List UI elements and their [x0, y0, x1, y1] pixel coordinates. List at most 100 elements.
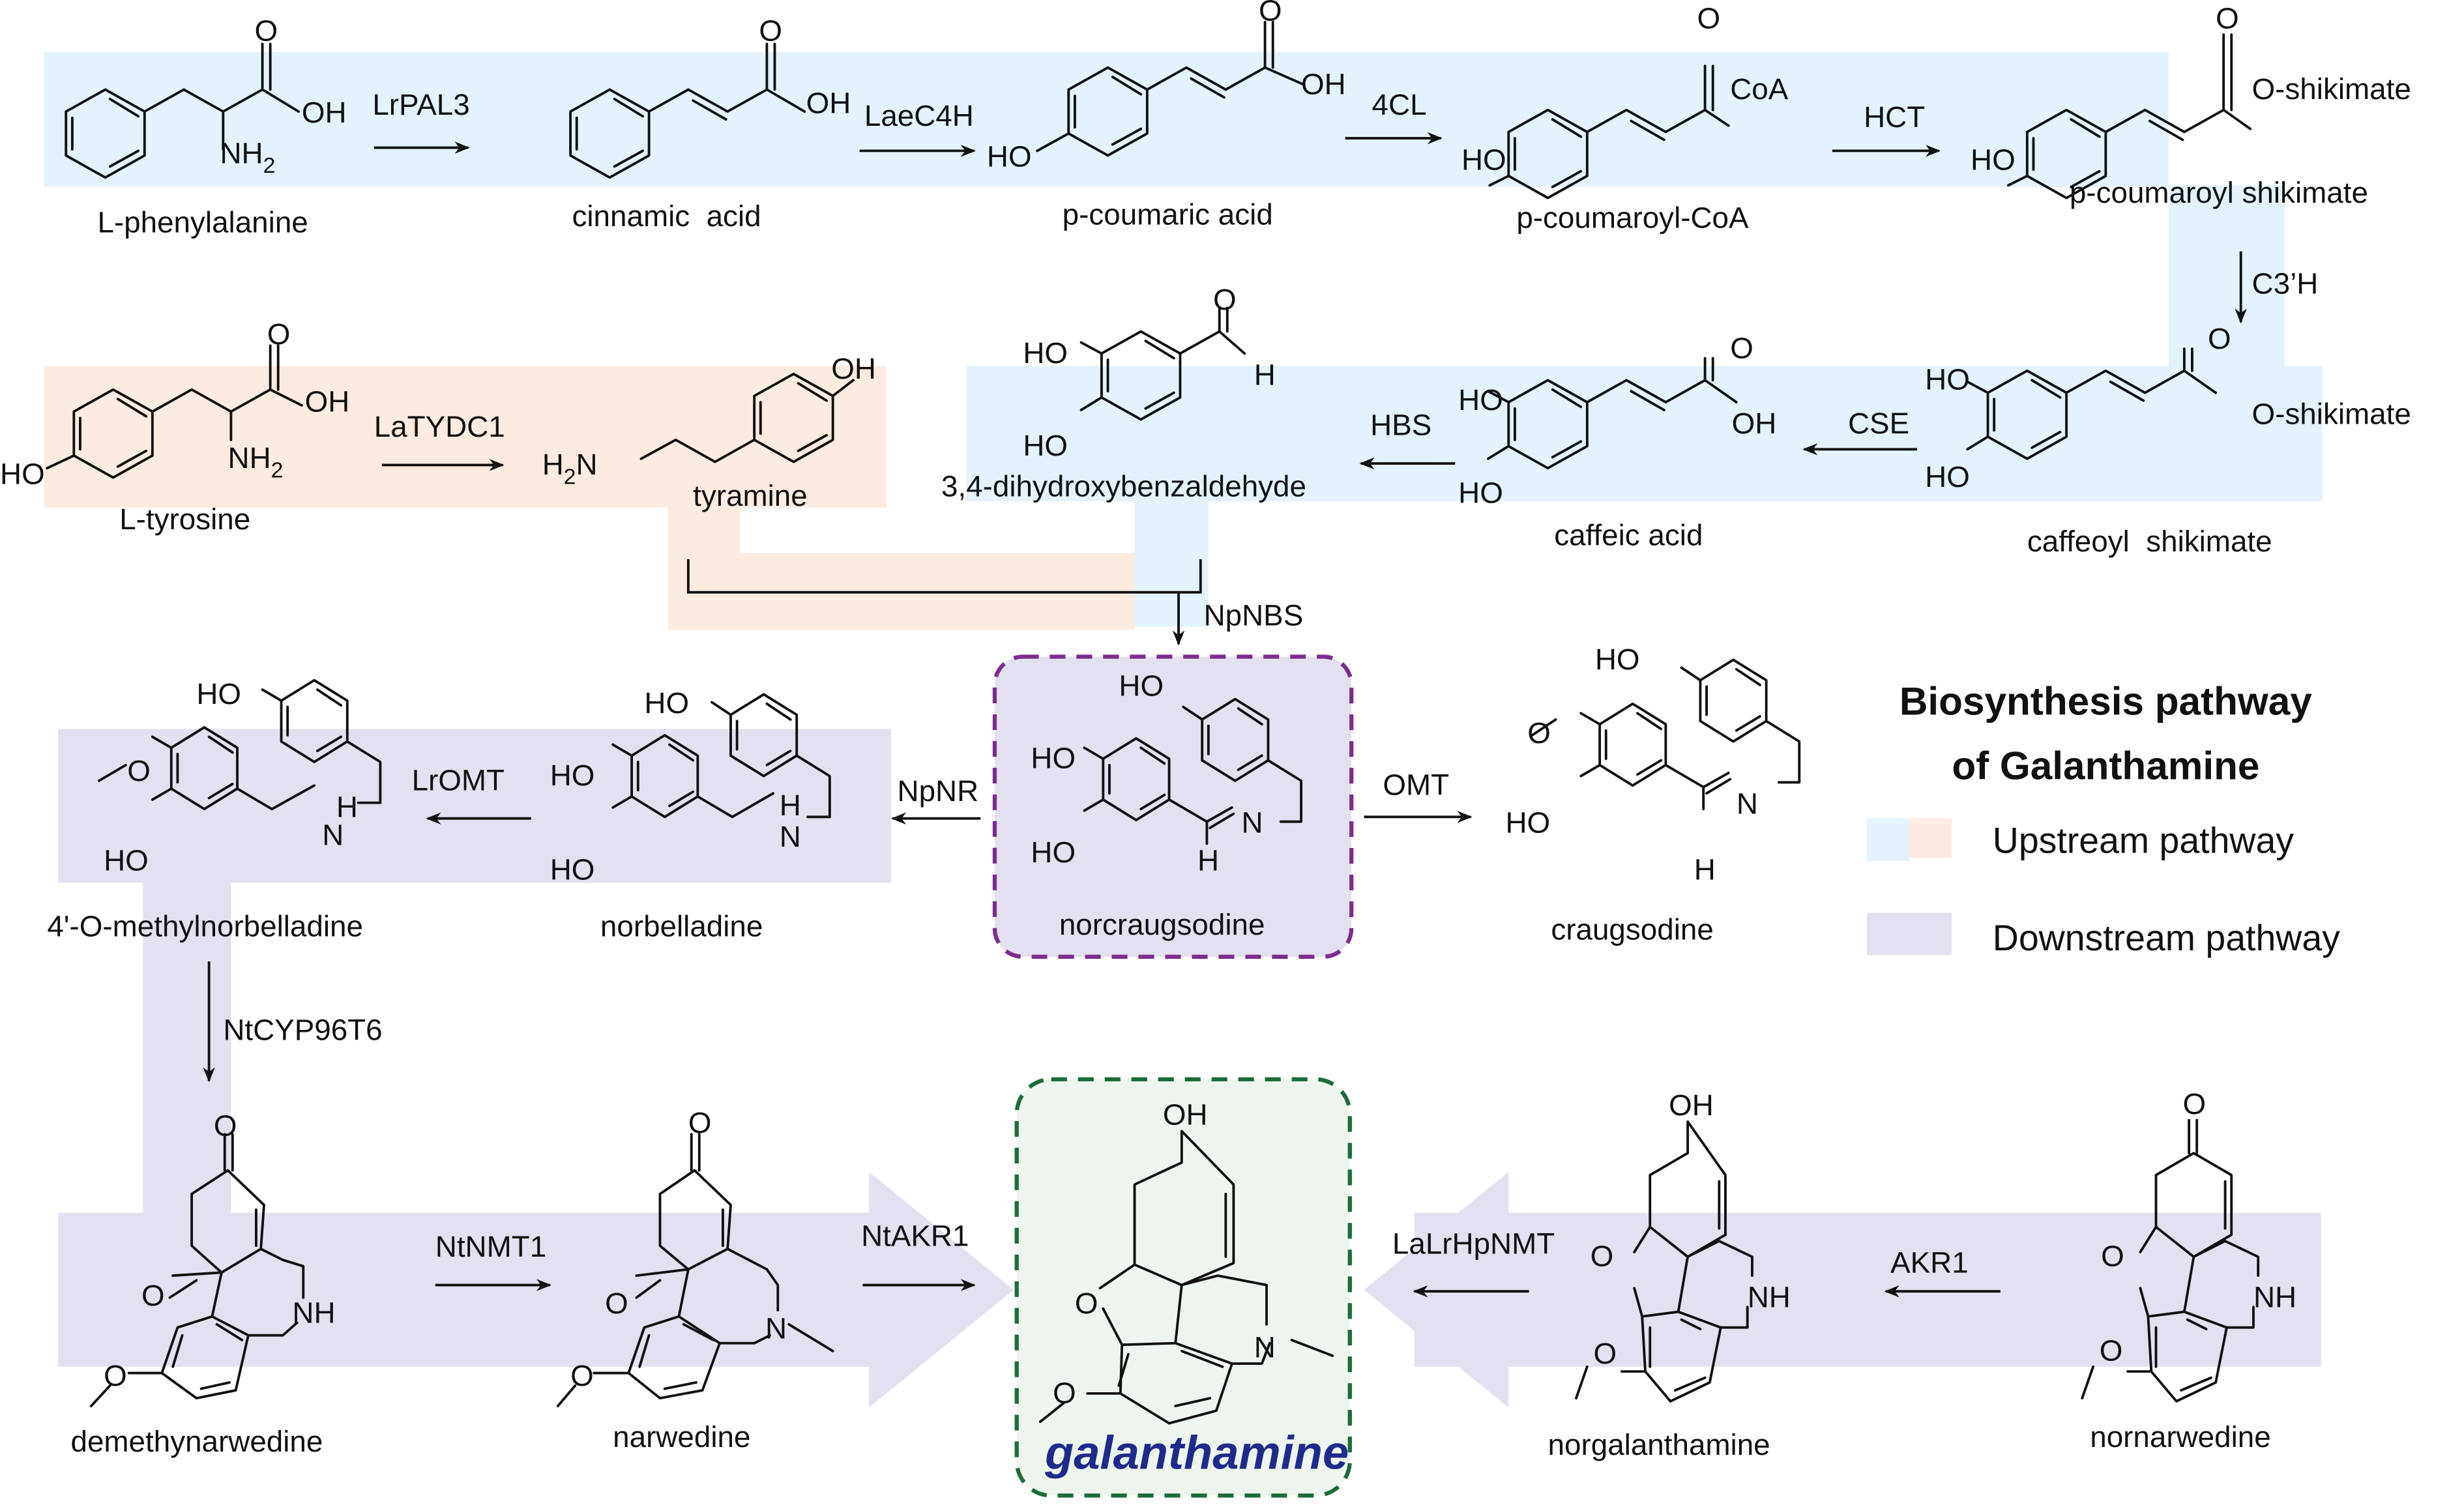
atom-label: HO: [550, 853, 595, 886]
structure-demethynarwedine: O O O NH: [89, 1109, 336, 1408]
compound-label-demethynarwedine: demethynarwedine: [70, 1425, 323, 1458]
compound-label-norcraugsodine: norcraugsodine: [1059, 908, 1265, 941]
atom-label: N: [322, 819, 344, 852]
atom-label: NH: [292, 1296, 335, 1329]
atom-label: HO: [104, 843, 149, 877]
enzyme-label-akr1: AKR1: [1890, 1246, 1969, 1279]
upstream-band-blue: [44, 51, 2323, 627]
diagram-title-line2: of Galanthamine: [1952, 743, 2259, 787]
atom-label: HO: [1031, 836, 1076, 869]
atom-label: HO: [644, 686, 689, 720]
atom-label: HO: [1023, 429, 1068, 462]
galanthamine-box: [1014, 1077, 1352, 1498]
enzyme-label-latydc1: LaTYDC1: [374, 410, 505, 443]
legend-label-downstream: Downstream pathway: [1993, 918, 2340, 958]
structure-l-tyrosine: HO O OH NH2: [0, 317, 349, 491]
atom-label: HO: [1458, 383, 1503, 416]
atom-label: HO: [1023, 336, 1068, 370]
atom-label: HO: [1971, 143, 2016, 176]
atom-label: O: [1075, 1287, 1098, 1320]
compound-label-norbelladine: norbelladine: [600, 910, 763, 943]
atom-label: O: [2101, 1240, 2124, 1273]
compound-label-methylnorbelladine: 4'-O-methylnorbelladine: [47, 910, 363, 943]
structure-norbelladine: HO HO HO H N: [550, 686, 831, 886]
atom-label: HO: [1925, 460, 1970, 493]
legend-label-upstream: Upstream pathway: [1993, 821, 2295, 861]
atom-label: O-shikimate: [2252, 72, 2411, 106]
atom-label: NH: [1748, 1280, 1791, 1313]
atom-label: OH: [1301, 68, 1346, 101]
compound-label-p-coumaric-acid: p-coumaric acid: [1063, 198, 1273, 231]
enzyme-label-ntakr1: NtAKR1: [861, 1219, 969, 1252]
structure-p-coumaroyl-coa: HO O CoA: [1461, 1, 1789, 199]
structure-cinnamic-acid: O OH: [569, 14, 851, 179]
enzyme-label-lalrhpnmt: LaLrHpNMT: [1392, 1227, 1555, 1260]
enzyme-label-ntcyp96t6: NtCYP96T6: [223, 1014, 382, 1047]
atom-label: HO: [1925, 363, 1970, 396]
structure-nornarwedine: O O O NH: [2081, 1087, 2296, 1403]
enzyme-label-c3h: C3’H: [2252, 267, 2319, 300]
compound-label-craugsodine: craugsodine: [1551, 913, 1713, 946]
atom-label: N: [765, 1312, 787, 1345]
enzyme-label-hct: HCT: [1864, 100, 1925, 134]
atom-label: H: [336, 790, 358, 823]
enzyme-label-cse: CSE: [1848, 407, 1909, 440]
atom-label: OH: [806, 87, 851, 120]
atom-label: HO: [196, 677, 241, 710]
structure-narwedine: O O O N: [556, 1106, 834, 1408]
atom-label: O: [255, 14, 278, 48]
legend-swatch-downstream: [1866, 913, 1952, 956]
atom-label: O: [141, 1279, 165, 1312]
atom-label: O: [1697, 1, 1721, 35]
atom-label: CoA: [1730, 72, 1789, 106]
atom-label: HO: [1031, 742, 1076, 775]
enzyme-label-ntnmt1: NtNMT1: [435, 1230, 546, 1263]
atom-label: HO: [987, 139, 1032, 173]
atom-label: O: [759, 14, 782, 48]
enzyme-label-lrpal3: LrPAL3: [372, 88, 469, 121]
atom-label: OH: [1732, 407, 1777, 440]
compound-label-dihydroxybenzaldehyde: 3,4-dihydroxybenzaldehyde: [941, 470, 1306, 503]
atom-label: O: [2216, 1, 2239, 35]
atom-label: NH: [2253, 1280, 2296, 1313]
atom-label: HO: [1458, 476, 1503, 509]
compound-label-l-tyrosine: L-tyrosine: [119, 503, 250, 536]
atom-label: O: [1591, 1240, 1614, 1273]
atom-label: HO: [550, 759, 595, 792]
norcraugsodine-box: [992, 654, 1354, 959]
atom-label: O: [605, 1287, 628, 1320]
structure-p-coumaroyl-shikimate: HO O O-shikimate: [1971, 1, 2411, 199]
atom-label: H: [1197, 843, 1219, 877]
structure-norcraugsodine: HO HO HO N H: [1031, 669, 1302, 877]
atom-label: O: [2100, 1334, 2123, 1367]
atom-label: N: [780, 820, 801, 853]
atom-label: OH: [302, 96, 347, 129]
atom-label: O: [104, 1359, 127, 1392]
atom-label: O: [1730, 332, 1753, 365]
atom-label: HO: [1595, 643, 1640, 676]
atom-label: HO: [0, 457, 45, 490]
atom-label: N: [1737, 787, 1758, 821]
compound-label-l-phenylalanine: L-phenylalanine: [97, 206, 308, 239]
enzyme-label-laec4h: LaeC4H: [864, 99, 974, 132]
atom-label: HO: [1119, 669, 1164, 703]
compound-label-caffeic-acid: caffeic acid: [1554, 518, 1703, 551]
atom-label: O: [688, 1106, 712, 1139]
legend-swatch-upstream-peach: [1909, 818, 1952, 858]
atom-label: O: [214, 1109, 237, 1143]
diagram-title-line1: Biosynthesis pathway: [1899, 679, 2312, 723]
structure-galanthamine: OH O O N: [1038, 1098, 1334, 1425]
atom-label: H2N: [542, 448, 598, 489]
compound-label-cinnamic-acid: cinnamic acid: [572, 199, 761, 233]
enzyme-label-omt: OMT: [1383, 768, 1449, 802]
atom-label: OH: [305, 385, 350, 418]
structure-tyramine: OH H2N: [542, 352, 876, 489]
compound-label-caffeoyl-shikimate: caffeoyl shikimate: [2027, 525, 2272, 558]
atom-label: O: [127, 754, 151, 787]
atom-label: OH: [831, 352, 876, 385]
atom-label: O: [1593, 1337, 1617, 1370]
atom-label: O: [1213, 283, 1237, 316]
compound-label-narwedine: narwedine: [613, 1420, 750, 1454]
structure-norgalanthamine: OH O O NH: [1575, 1089, 1791, 1403]
